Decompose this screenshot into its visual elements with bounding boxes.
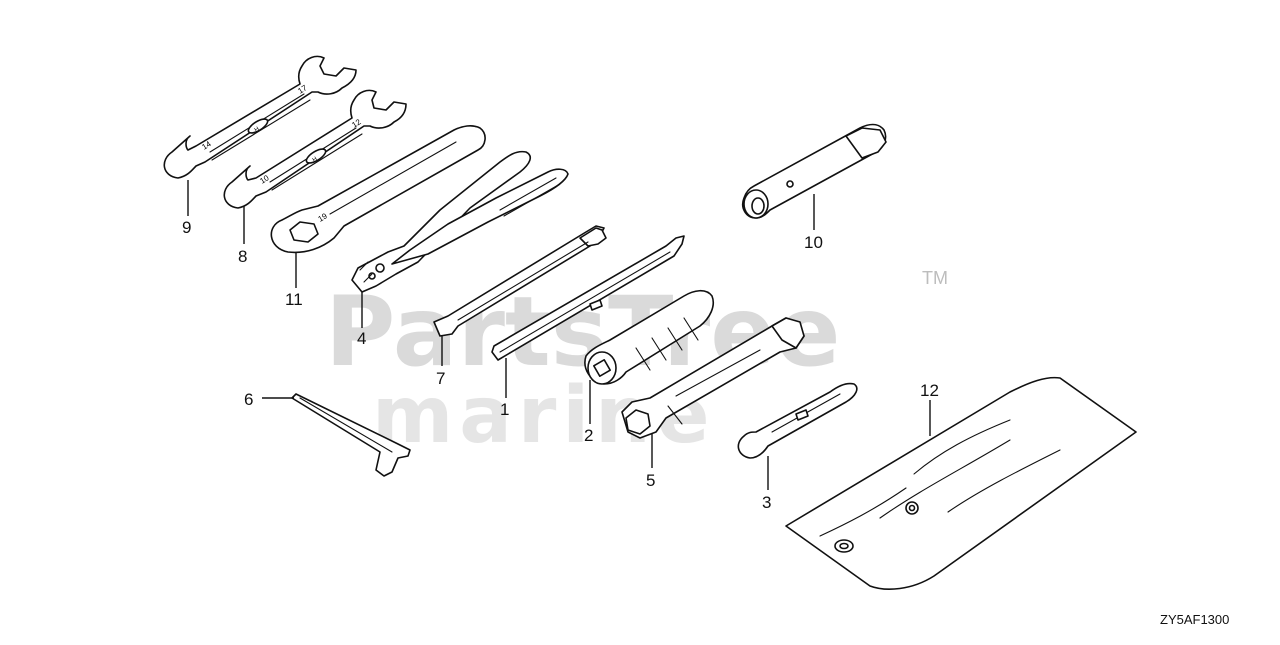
- callout-10: 10: [804, 233, 823, 252]
- diagram-code: ZY5AF1300: [1160, 612, 1229, 627]
- pliers-pivot-icon: [375, 263, 385, 273]
- wrench-9-logo-icon: [247, 118, 269, 134]
- part-1-screwdriver-shaft: [491, 235, 685, 361]
- callout-7: 7: [436, 369, 445, 388]
- wrench-8-logo-text: H: [312, 156, 319, 163]
- wrench-9-logo-text: H: [254, 126, 261, 133]
- part-11-box-wrench: 19: [270, 125, 486, 254]
- part-3-small-wrench: [737, 382, 858, 459]
- part-10-tube-wrench: [741, 123, 887, 219]
- callout-11: 11: [285, 290, 303, 309]
- wrench-8-logo-icon: [305, 148, 327, 164]
- callout-8: 8: [238, 247, 247, 266]
- callout-2: 2: [584, 426, 593, 445]
- part-7-screwdriver: [433, 225, 607, 337]
- part-8-open-end-wrench: H 12 10: [223, 89, 407, 209]
- hex-opening-icon: [289, 221, 319, 243]
- spanner-hex-end-icon: [625, 409, 651, 435]
- callout-6: 6: [244, 390, 253, 409]
- part-2-socket-handle: [584, 289, 715, 385]
- part-6-hex-key: [291, 393, 411, 477]
- part-9-open-end-wrench: H 17 14: [163, 55, 357, 179]
- callout-4: 4: [357, 329, 366, 348]
- callout-12: 12: [920, 381, 939, 400]
- callout-3: 3: [762, 493, 771, 512]
- leader-lines: [187, 180, 931, 490]
- callout-5: 5: [646, 471, 655, 490]
- callout-1: 1: [500, 400, 509, 419]
- part-4-pliers: [351, 150, 569, 293]
- callout-labels: 9 8 11 4 7 1 2 5 3 6 10 12: [182, 218, 939, 512]
- callout-9: 9: [182, 218, 191, 237]
- part-5-box-spanner: [621, 317, 805, 439]
- watermark-trademark: TM: [922, 268, 948, 288]
- part-12-tool-bag: [785, 376, 1137, 590]
